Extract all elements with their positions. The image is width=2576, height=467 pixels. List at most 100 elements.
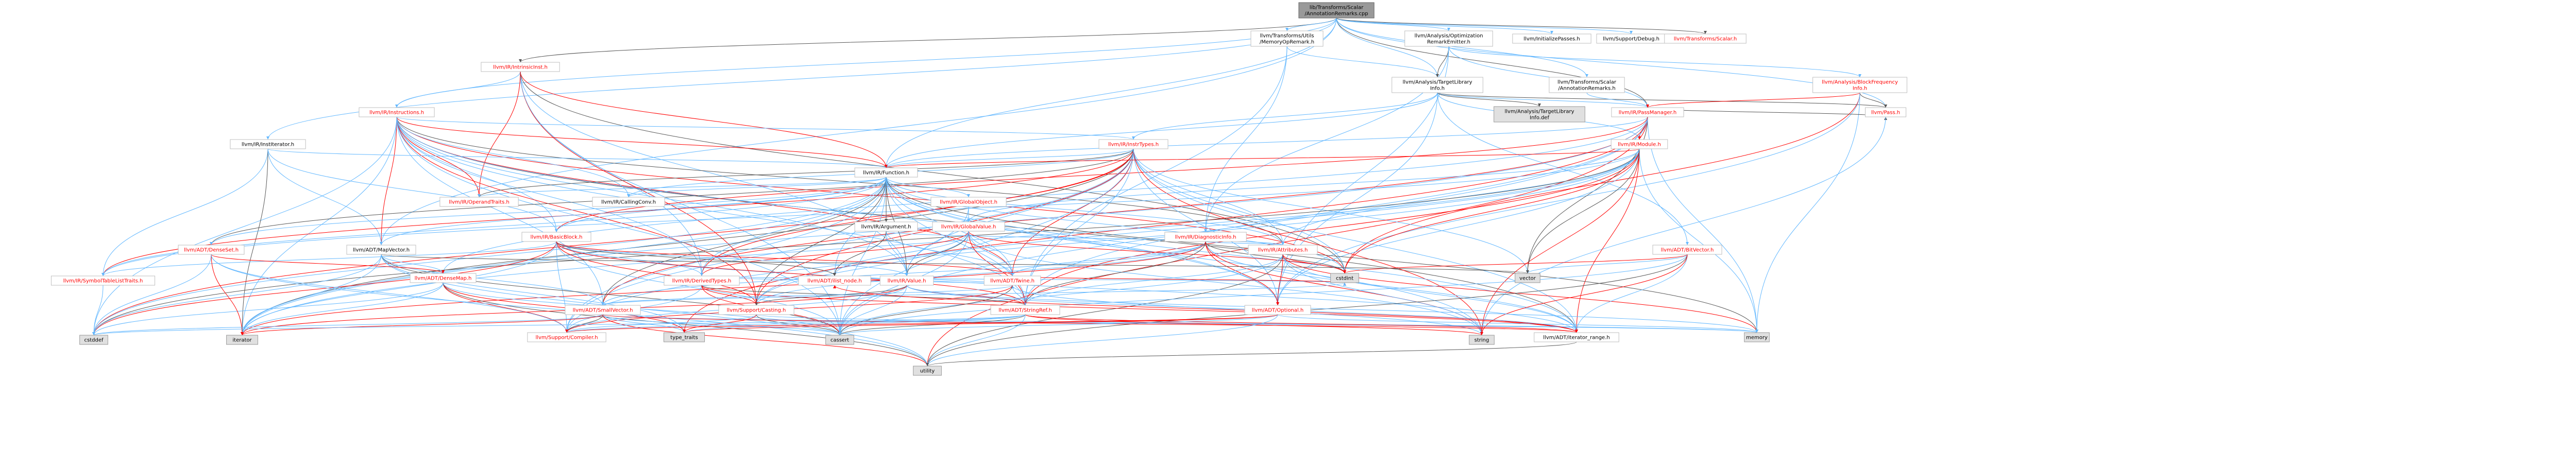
- edge-optional-to-compiler: [566, 314, 1278, 333]
- edge-arrowhead: [1526, 270, 1529, 273]
- graph-node-symtab[interactable]: llvm/IR/SymbolTableListTraits.h: [50, 275, 156, 286]
- edge-function-to-cstddef: [93, 177, 887, 336]
- edge-tli-to-optional: [1277, 92, 1438, 306]
- edge-arrowhead: [683, 330, 686, 333]
- edge-attributes-to-iterrange: [1282, 254, 1577, 333]
- edge-attributes-to-cassert: [839, 254, 1283, 336]
- graph-node-instructions[interactable]: llvm/IR/Instructions.h: [359, 107, 435, 117]
- edge-arrowhead: [967, 219, 970, 222]
- edge-function-to-denseset: [211, 177, 887, 246]
- node-box: [854, 167, 918, 178]
- node-label: Info.h: [1853, 86, 1867, 92]
- edge-pass-to-string: [1481, 116, 1886, 336]
- edge-passmanager-to-cassert: [839, 116, 1648, 336]
- graph-node-intrinsic[interactable]: llvm/IR/IntrinsicInst.h: [481, 62, 560, 72]
- graph-node-pass[interactable]: llvm/Pass.h: [1865, 107, 1907, 117]
- graph-node-denseset[interactable]: llvm/ADT/DenseSet.h: [178, 245, 245, 255]
- graph-node-ilistnode[interactable]: llvm/ADT/ilist_node.h: [798, 275, 871, 286]
- edge-root-to-optremark: [1336, 18, 1449, 31]
- edge-instructions-to-smallvector: [396, 116, 603, 306]
- edge-symtab-to-cstddef: [93, 285, 104, 336]
- node-box: [1494, 106, 1585, 123]
- graph-node-smallvector[interactable]: llvm/ADT/SmallVector.h: [565, 305, 641, 315]
- node-label: vector: [1519, 276, 1536, 282]
- edge-arrowhead: [905, 273, 908, 276]
- edge-insttypes-to-string: [1133, 148, 1482, 336]
- edge-densemap-to-typetraits: [443, 282, 685, 333]
- graph-node-annrem[interactable]: llvm/Transforms/Scalar/AnnotationRemarks…: [1549, 77, 1625, 93]
- edge-arrowhead: [1011, 273, 1014, 276]
- edge-passmanager-to-memory: [1647, 116, 1757, 333]
- graph-node-diaginfo[interactable]: llvm/IR/DiagnosticInfo.h: [1164, 232, 1247, 242]
- node-label: /AnnotationRemarks.h: [1558, 86, 1615, 92]
- graph-node-insttypes[interactable]: llvm/IR/InstrTypes.h: [1098, 139, 1168, 149]
- graph-node-optremark[interactable]: llvm/Analysis/OptimizationRemarkEmitter.…: [1404, 30, 1493, 47]
- graph-node-cassert: cassert: [825, 335, 854, 345]
- edge-module-to-stringref: [1025, 148, 1640, 306]
- edge-function-to-derivedtypes: [701, 177, 887, 276]
- graph-node-optional[interactable]: llvm/ADT/Optional.h: [1244, 305, 1311, 315]
- graph-node-module[interactable]: llvm/IR/Module.h: [1611, 139, 1668, 149]
- graph-node-compiler[interactable]: llvm/Support/Compiler.h: [527, 332, 606, 342]
- edge-module-to-iterator: [242, 148, 1640, 336]
- edge-derivedtypes-to-iterrange: [701, 285, 1577, 333]
- graph-node-bitvector[interactable]: llvm/ADT/BitVector.h: [1652, 245, 1722, 255]
- graph-node-stringref[interactable]: llvm/ADT/StringRef.h: [990, 305, 1060, 315]
- graph-node-derivedtypes[interactable]: llvm/IR/DerivedTypes.h: [664, 275, 740, 286]
- graph-node-callconv[interactable]: llvm/IR/CallingConv.h: [592, 197, 665, 207]
- edge-instructions-to-attributes: [396, 116, 1283, 246]
- edge-function-to-globalobj: [886, 177, 969, 198]
- graph-node-value[interactable]: llvm/IR/Value.h: [879, 275, 934, 286]
- edge-arrowhead: [833, 273, 836, 276]
- graph-node-densemap[interactable]: llvm/ADT/DenseMap.h: [410, 273, 477, 283]
- graph-node-debug[interactable]: llvm/Support/Debug.h: [1596, 33, 1666, 44]
- graph-node-attributes[interactable]: llvm/IR/Attributes.h: [1248, 245, 1318, 255]
- edge-arrowhead: [1575, 330, 1578, 333]
- node-label: Info.def: [1530, 115, 1549, 121]
- graph-node-iterrange[interactable]: llvm/ADT/iterator_range.h: [1534, 332, 1619, 342]
- node-label: llvm/Transforms/Scalar.h: [1674, 37, 1737, 42]
- edge-arrowhead: [1704, 31, 1707, 34]
- graph-node-scalar[interactable]: llvm/Transforms/Scalar.h: [1664, 33, 1747, 44]
- edge-insttypes-to-derivedtypes: [701, 148, 1134, 276]
- graph-node-institer[interactable]: llvm/IR/InstIterator.h: [230, 139, 306, 149]
- edge-basicblock-to-derivedtypes: [556, 241, 702, 276]
- graph-node-string: string: [1469, 335, 1495, 345]
- graph-node-function[interactable]: llvm/IR/Function.h: [854, 167, 918, 178]
- edge-arrowhead: [101, 273, 105, 276]
- edge-institer-to-mapvector: [267, 148, 382, 246]
- edge-arrowhead: [926, 363, 929, 366]
- node-label: llvm/Analysis/BlockFrequency: [1822, 80, 1898, 85]
- node-box: [1164, 232, 1247, 242]
- node-label: llvm/IR/SymbolTableListTraits.h: [63, 279, 143, 284]
- node-box: [481, 62, 560, 72]
- graph-node-globalval[interactable]: llvm/IR/GlobalValue.h: [932, 221, 1005, 232]
- graph-node-twine[interactable]: llvm/ADT/Twine.h: [984, 275, 1041, 286]
- edge-passmanager-to-basicblock: [556, 116, 1648, 233]
- edge-root-to-scalar: [1336, 18, 1706, 34]
- node-box: [1865, 107, 1907, 117]
- edge-stringref-to-cassert: [839, 314, 1026, 336]
- node-box: [1330, 273, 1359, 283]
- edge-mapvector-to-smallvector: [381, 254, 603, 306]
- edge-arrowhead: [266, 136, 269, 140]
- graph-node-argument[interactable]: llvm/IR/Argument.h: [854, 221, 918, 232]
- graph-node-mapvector[interactable]: llvm/ADT/MapVector.h: [346, 245, 416, 255]
- edge-denseset-to-densemap: [211, 254, 444, 274]
- edge-arrowhead: [519, 59, 522, 62]
- node-box: [1611, 107, 1684, 117]
- graph-node-passmanager[interactable]: llvm/IR/PassManager.h: [1611, 107, 1684, 117]
- graph-node-casting[interactable]: llvm/Support/Casting.h: [718, 305, 794, 315]
- edge-institer-to-function: [267, 148, 887, 168]
- graph-node-utilsmem[interactable]: llvm/Transforms/Utils/MemoryOpRemark.h: [1250, 30, 1324, 47]
- edge-tli-to-bitvector: [1437, 92, 1688, 246]
- graph-node-basicblock[interactable]: llvm/IR/BasicBlock.h: [521, 232, 591, 242]
- graph-node-optraits[interactable]: llvm/IR/OperandTraits.h: [439, 197, 519, 207]
- graph-node-initpasses[interactable]: llvm/InitializePasses.h: [1512, 33, 1591, 44]
- edge-root-to-debug: [1336, 18, 1632, 34]
- graph-node-globalobj[interactable]: llvm/IR/GlobalObject.h: [930, 197, 1007, 207]
- node-box: [1098, 139, 1168, 149]
- edge-layer: [92, 18, 1887, 367]
